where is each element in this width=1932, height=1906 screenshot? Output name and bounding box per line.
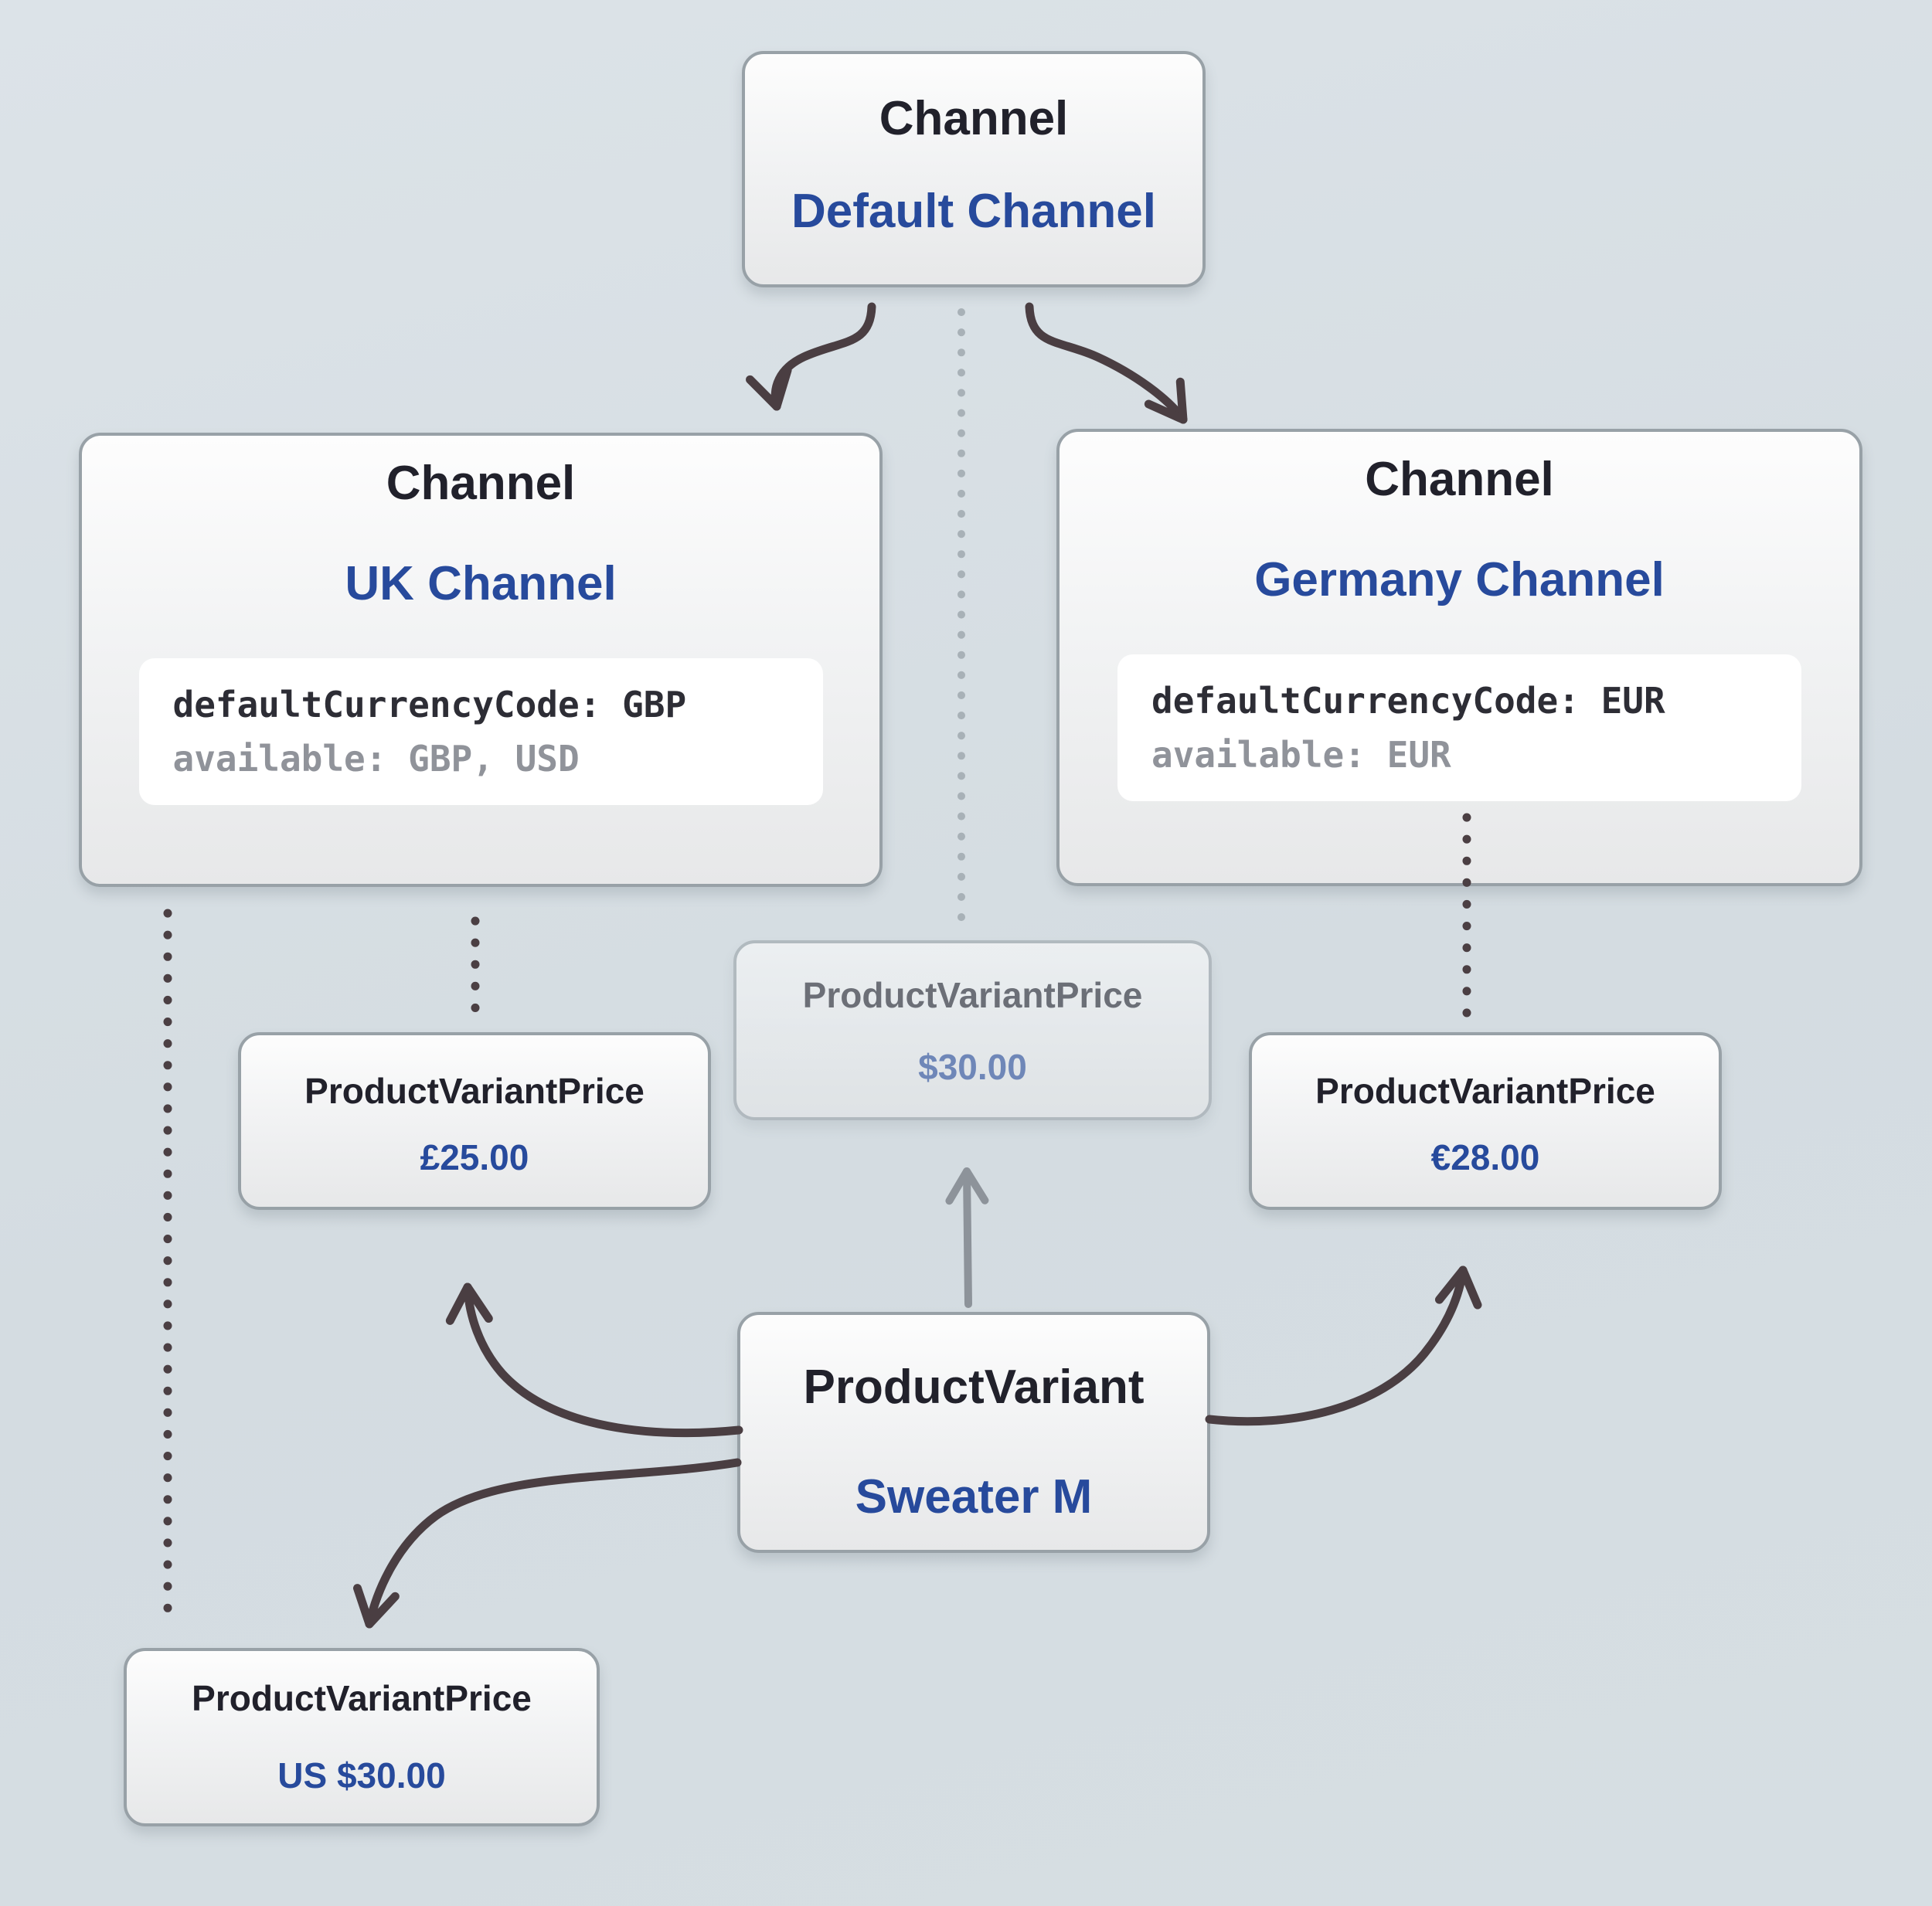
price-value: US $30.00 [277, 1755, 446, 1796]
currency-code-panel: defaultCurrencyCode: GBP available: GBP,… [138, 658, 823, 805]
arrow-product-variant-to-default-price [945, 1167, 989, 1308]
node-name: Germany Channel [1254, 553, 1665, 606]
node-name: Sweater M [855, 1470, 1093, 1524]
node-product-variant: ProductVariant Sweater M [737, 1312, 1210, 1553]
price-value: €28.00 [1430, 1137, 1540, 1177]
node-type-label: ProductVariantPrice [304, 1071, 645, 1111]
node-type-label: ProductVariant [803, 1361, 1145, 1414]
available-currencies-line: available: GBP, USD [172, 738, 580, 780]
node-uk-channel: Channel UK Channel defaultCurrencyCode: … [79, 433, 883, 887]
available-currencies-line: available: EUR [1151, 734, 1451, 776]
node-type-label: Channel [879, 92, 1069, 145]
arrow-default-channel-to-germany-channel [1025, 302, 1188, 424]
currency-code-panel: defaultCurrencyCode: EUR available: EUR [1117, 654, 1801, 801]
arrow-product-variant-to-germany-price [1205, 1266, 1482, 1426]
node-us-price: ProductVariantPrice US $30.00 [124, 1648, 600, 1826]
node-type-label: ProductVariantPrice [192, 1678, 532, 1718]
node-name: Default Channel [791, 185, 1156, 238]
node-germany-channel: Channel Germany Channel defaultCurrencyC… [1056, 429, 1862, 886]
node-name: UK Channel [345, 557, 617, 610]
price-value: $30.00 [918, 1047, 1027, 1087]
arrow-product-variant-to-us-price [353, 1458, 742, 1629]
node-type-label: Channel [386, 457, 576, 510]
default-currency-line: defaultCurrencyCode: GBP [172, 684, 687, 725]
node-uk-price: ProductVariantPrice £25.00 [238, 1032, 711, 1210]
node-type-label: Channel [1365, 453, 1554, 506]
node-type-label: ProductVariantPrice [1315, 1071, 1655, 1111]
default-currency-line: defaultCurrencyCode: EUR [1151, 680, 1665, 722]
node-default-price-faded: ProductVariantPrice $30.00 [733, 940, 1212, 1120]
arrow-product-variant-to-uk-price [445, 1283, 743, 1438]
node-germany-price: ProductVariantPrice €28.00 [1249, 1032, 1722, 1210]
arrow-default-channel-to-uk-channel [746, 302, 876, 411]
node-type-label: ProductVariantPrice [802, 975, 1143, 1015]
price-value: £25.00 [420, 1137, 529, 1177]
node-default-channel: Channel Default Channel [742, 51, 1206, 287]
